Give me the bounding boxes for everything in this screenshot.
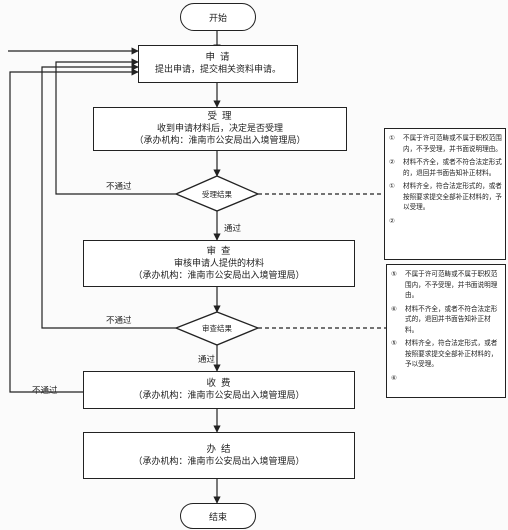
note-review-item: ⑥ 材料不齐全，或者不符合法定形式的，退回并书面告知补正材料。 <box>391 304 503 336</box>
apply-title: 申 请 <box>205 52 231 63</box>
note-item-number: ⑥ <box>391 304 397 313</box>
review-box: 审 查 审核申请人提供的材料 （承办机构：淮南市公安局出入境管理局） <box>83 240 355 287</box>
start-label: 开始 <box>208 13 227 24</box>
apply-desc: 提出申请，提交相关资料申请。 <box>154 65 281 75</box>
finish-title: 办 结 <box>206 443 232 455</box>
start-node: 开始 <box>180 3 256 31</box>
note-accept-rules: ① 不属于许可范畴或不属于职权范围内，不予受理，并书面说明理由。 ② 材料不齐全… <box>384 128 506 260</box>
note-item-text <box>403 216 503 227</box>
fee-agency: （承办机构：淮南市公安局出入境管理局） <box>133 391 305 401</box>
finish-box: 办 结 （承办机构：淮南市公安局出入境管理局） <box>83 432 355 479</box>
accept-agency: （承办机构：淮南市公安局出入境管理局） <box>134 136 306 146</box>
edge-label-pass-review: 通过 <box>198 355 216 365</box>
note-review-item: ⑤ 材料齐全，符合法定形式，或者按照要求提交全部补正材料的，予以受理。 <box>391 338 503 370</box>
apply-box: 申 请 提出申请，提交相关资料申请。 <box>138 45 298 83</box>
edge-label-fail-accept: 不通过 <box>106 182 132 192</box>
decision-diamond-accept <box>174 175 260 212</box>
edge-label-fail-fee: 不通过 <box>32 386 58 396</box>
note-item-text <box>405 373 503 384</box>
review-agency: （承办机构：淮南市公安局出入境管理局） <box>133 270 305 281</box>
note-item-number: ② <box>389 216 395 225</box>
review-title: 审 查 <box>206 245 232 257</box>
decision-diamond-review <box>174 311 260 346</box>
note-accept-item: ② <box>389 216 503 227</box>
note-review-rules: ⑤ 不属于许可范畴或不属于职权范围内，不予受理，并书面说明理由。 ⑥ 材料不齐全… <box>386 264 506 398</box>
note-item-number: ② <box>389 158 395 166</box>
note-accept-item: ② 材料不齐全，或者不符合法定形式的，退回并书面告知补正材料。 <box>389 157 503 178</box>
note-item-number: ① <box>389 182 395 190</box>
review-desc: 审核申请人提供的材料 <box>173 258 264 269</box>
note-item-number: ⑤ <box>391 339 397 347</box>
note-item-number: ① <box>389 134 395 142</box>
note-item-text: 材料齐全，符合法定形式的，或者按照要求提交全部补正材料的，予以受理。 <box>403 182 502 211</box>
accept-desc: 收到申请材料后，决定是否受理 <box>156 124 283 134</box>
edge-label-fail-review: 不通过 <box>106 316 132 326</box>
note-item-text: 不属于许可范畴或不属于职权范围内，不予受理，并书面说明理由。 <box>405 270 498 299</box>
note-review-item: ⑤ 不属于许可范畴或不属于职权范围内，不予受理，并书面说明理由。 <box>391 269 503 301</box>
accept-box: 受 理 收到申请材料后，决定是否受理 （承办机构：淮南市公安局出入境管理局） <box>93 107 347 151</box>
note-item-text: 材料齐全，符合法定形式，或者按照要求提交全部补正材料的，予以受理。 <box>405 339 498 368</box>
end-label: 结束 <box>208 512 227 523</box>
end-node: 结束 <box>180 503 256 529</box>
accept-title: 受 理 <box>207 111 233 122</box>
note-review-item: ⑥ <box>391 373 503 384</box>
note-item-number: ⑥ <box>391 373 397 382</box>
note-accept-item: ① 不属于许可范畴或不属于职权范围内，不予受理，并书面说明理由。 <box>389 133 503 154</box>
finish-agency: （承办机构：淮南市公安局出入境管理局） <box>133 456 305 467</box>
decision-review-label: 审查结果 <box>202 324 232 333</box>
fee-box: 收 费 （承办机构：淮南市公安局出入境管理局） <box>83 371 355 409</box>
note-item-text: 材料不齐全，或者不符合法定形式的，退回并书面告知补正材料。 <box>405 304 498 334</box>
fee-title: 收 费 <box>206 378 232 389</box>
decision-accept-label: 受理结果 <box>202 190 232 199</box>
note-item-number: ⑤ <box>391 270 397 278</box>
note-item-text: 材料不齐全，或者不符合法定形式的，退回并书面告知补正材料。 <box>403 158 502 177</box>
note-accept-item: ① 材料齐全，符合法定形式的，或者按照要求提交全部补正材料的，予以受理。 <box>389 181 503 213</box>
edge-label-pass-accept: 通过 <box>224 224 242 234</box>
note-item-text: 不属于许可范畴或不属于职权范围内，不予受理，并书面说明理由。 <box>403 134 502 153</box>
